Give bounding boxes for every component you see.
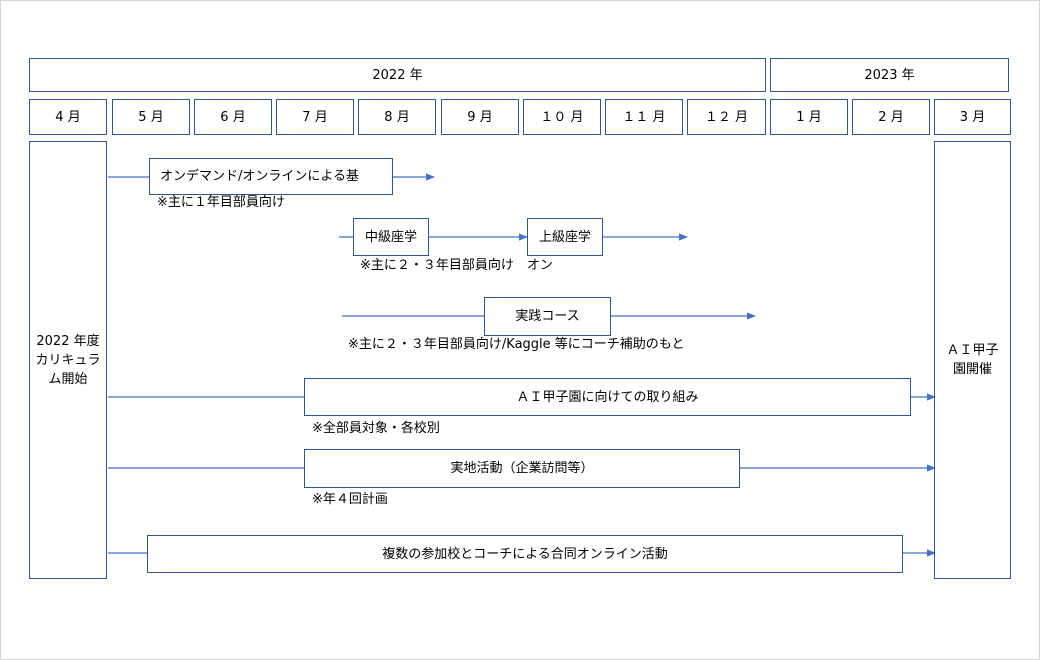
practice-note: ※主に２・３年目部員向け/Kaggle 等にコーチ補助のもと	[348, 337, 685, 352]
month-feb: 2 月	[852, 99, 930, 135]
field-note: ※年４回計画	[312, 492, 388, 507]
month-nov: １１ 月	[605, 99, 683, 135]
curriculum-start-column: 2022 年度 カリキュラム開始	[29, 141, 107, 579]
month-may: 5 月	[112, 99, 190, 135]
advanced-lecture-box: 上級座学	[527, 218, 603, 256]
month-jan: 1 月	[770, 99, 848, 135]
koshien-note: ※全部員対象・各校別	[312, 421, 440, 436]
ai-koshien-event-column: ＡＩ甲子 園開催	[934, 141, 1011, 579]
koshien-preparation-box: ＡＩ甲子園に向けての取り組み	[304, 378, 911, 416]
intermediate-lecture-box: 中級座学	[353, 218, 429, 256]
ondemand-course-box: オンデマンド/オンラインによる基	[149, 158, 393, 195]
advanced-note: ※主に２・３年目部員向け オン	[360, 258, 553, 273]
year-2023-header: 2023 年	[770, 58, 1009, 92]
month-sep: 9 月	[441, 99, 519, 135]
month-apr: 4 月	[29, 99, 107, 135]
year-2022-header: 2022 年	[29, 58, 766, 92]
month-oct: １０ 月	[523, 99, 601, 135]
ondemand-note: ※主に１年目部員向け	[157, 195, 285, 210]
month-mar: 3 月	[934, 99, 1011, 135]
month-aug: 8 月	[358, 99, 436, 135]
month-dec: １２ 月	[687, 99, 766, 135]
practice-course-box: 実践コース	[484, 297, 611, 336]
month-jul: 7 月	[276, 99, 354, 135]
joint-online-activity-box: 複数の参加校とコーチによる合同オンライン活動	[147, 535, 903, 573]
field-activity-box: 実地活動（企業訪問等）	[304, 449, 740, 488]
month-jun: 6 月	[194, 99, 272, 135]
